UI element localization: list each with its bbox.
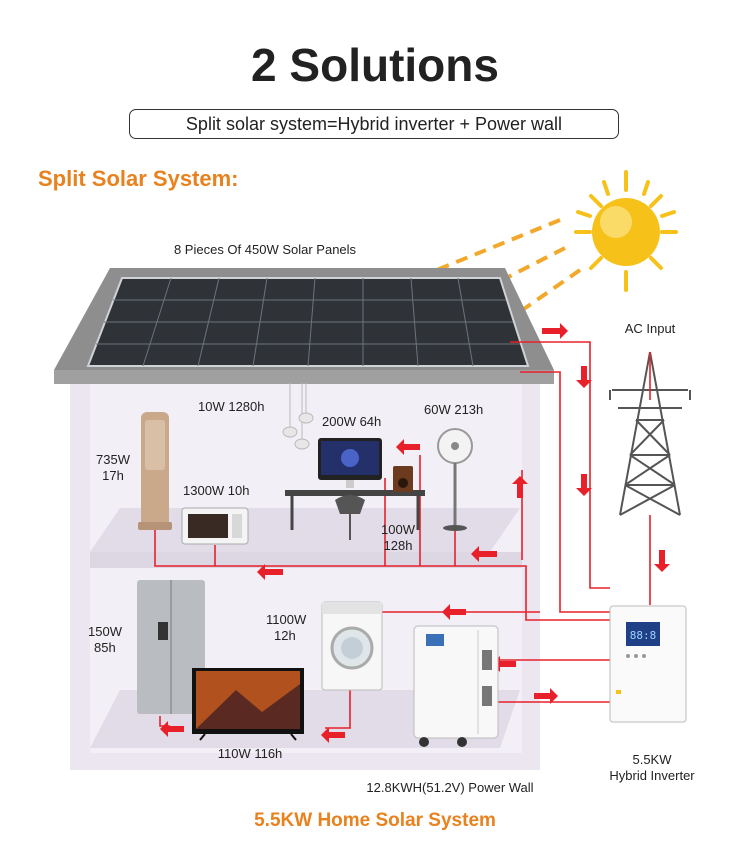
ac-unit-watt-label: 735W: [96, 452, 130, 467]
inverter-display-readout: 88:8: [630, 629, 657, 642]
speaker-hours-label: 128h: [383, 538, 413, 553]
washing-machine-icon: [321, 601, 383, 691]
section-heading: Split Solar System:: [38, 166, 239, 191]
computer-icon: [285, 438, 425, 540]
inverter-type-label: Hybrid Inverter: [609, 768, 695, 783]
speaker-icon: [393, 466, 413, 492]
flow-arrows: [160, 323, 670, 743]
power-wall-label: 12.8KWH(51.2V) Power Wall: [366, 780, 534, 795]
microwave-label: 1300W 10h: [183, 483, 250, 498]
air-conditioner-icon: [138, 412, 172, 530]
footer-caption: 5.5KW Home Solar System: [254, 810, 496, 831]
computer-label: 200W 64h: [322, 414, 382, 429]
ac-unit-hours-label: 17h: [102, 468, 124, 483]
hybrid-inverter-icon: 88:8: [609, 605, 687, 723]
speaker-watt-label: 100W: [381, 522, 415, 537]
lights-label: 10W 1280h: [198, 399, 265, 414]
fan-label: 60W 213h: [424, 402, 484, 417]
power-wall-icon: [413, 625, 499, 747]
fridge-watt-label: 150W: [88, 624, 122, 639]
standing-fan-icon: [437, 428, 473, 531]
ac-input-label: AC Input: [624, 321, 676, 336]
washer-hours-label: 12h: [274, 628, 296, 643]
tv-icon: [192, 668, 304, 741]
page-title: 2 Solutions: [251, 39, 499, 91]
washer-watt-label: 1100W: [266, 612, 307, 627]
fridge-hours-label: 85h: [94, 640, 116, 655]
sun-icon: [574, 170, 678, 292]
tv-label: 110W 116h: [217, 746, 283, 761]
inverter-rating-label: 5.5KW: [632, 752, 672, 767]
solar-panel-array: [86, 277, 530, 367]
wiring: [154, 341, 651, 729]
refrigerator-icon: [137, 580, 205, 714]
pendant-lights-icon: [282, 383, 314, 450]
subtitle-box: Split solar system=Hybrid inverter + Pow…: [129, 109, 619, 139]
solar-panels-label: 8 Pieces Of 450W Solar Panels: [173, 242, 357, 257]
microwave-icon: [181, 507, 249, 545]
